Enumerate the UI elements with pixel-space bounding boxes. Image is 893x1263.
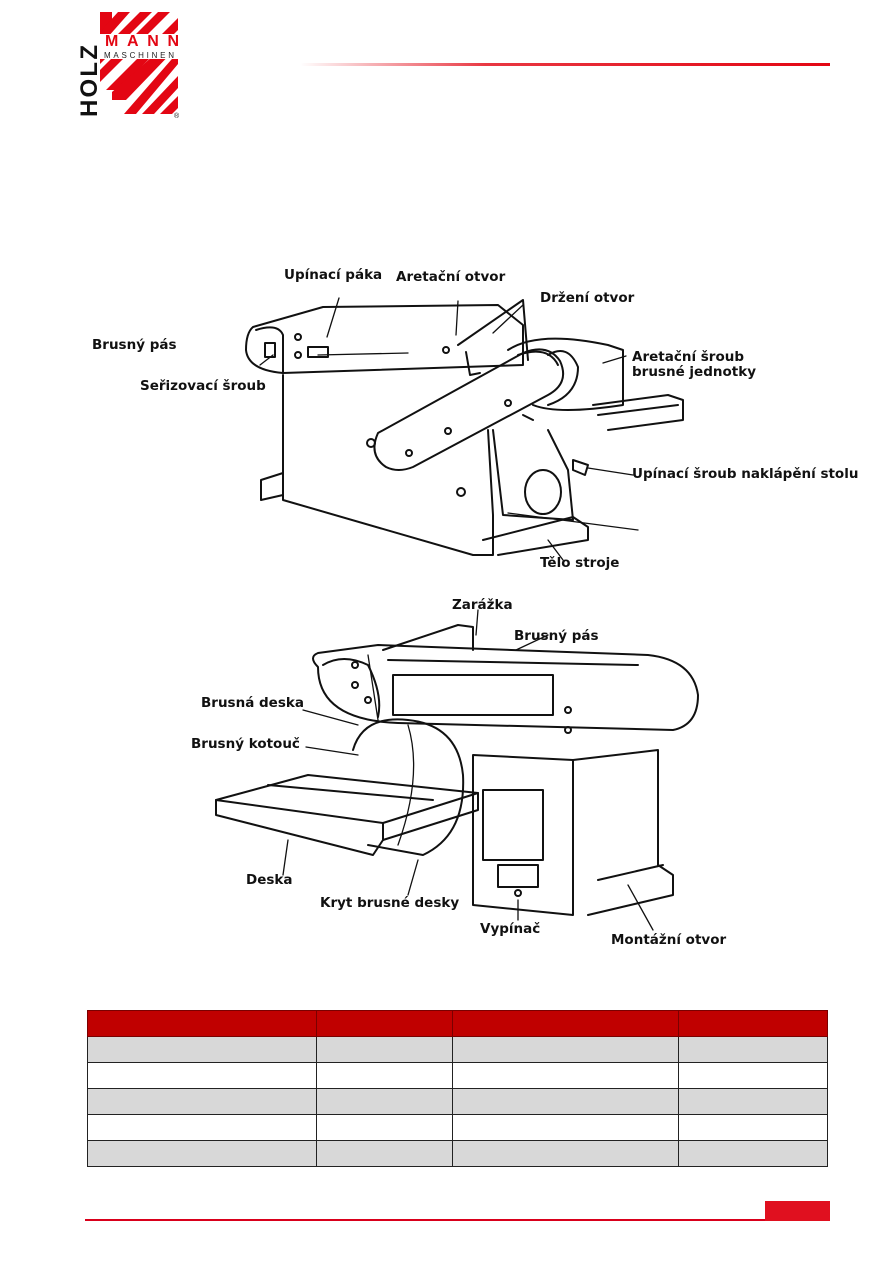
table-cell	[316, 1088, 453, 1115]
label-zarazka: Zarážka	[452, 597, 513, 613]
label-serizovaci-sroub: Seřizovací šroub	[140, 378, 266, 394]
label-upinaci-paka: Upínací páka	[284, 267, 383, 283]
table-row	[87, 1114, 828, 1141]
label-brusny-kotouc: Brusný kotouč	[191, 736, 300, 752]
spec-header-cell	[316, 1010, 453, 1037]
table-row	[87, 1036, 828, 1063]
label-brusny-pas-top: Brusný pás	[92, 337, 177, 353]
label-brusna-deska: Brusná deska	[201, 695, 304, 711]
table-cell	[316, 1114, 453, 1141]
table-cell	[452, 1062, 679, 1089]
label-drzeni-otvor: Držení otvor	[540, 290, 635, 306]
footer-rule	[85, 1219, 830, 1221]
table-cell	[87, 1088, 317, 1115]
label-upinaci-sroub-naklapeni-stolu: Upínací šroub naklápění stolu	[632, 466, 859, 482]
table-cell	[452, 1140, 679, 1167]
table-cell	[678, 1140, 828, 1167]
label-montazni-otvor: Montážní otvor	[611, 932, 727, 948]
label-brusny-pas-bottom: Brusný pás	[514, 628, 599, 644]
registered-mark: ®	[174, 112, 180, 120]
logo-maschinen-text: MASCHINEN	[104, 51, 174, 60]
table-cell	[452, 1036, 679, 1063]
table-cell	[87, 1140, 317, 1167]
page-number-tab	[765, 1201, 830, 1221]
table-cell	[87, 1062, 317, 1089]
label-deska: Deska	[246, 872, 293, 888]
spec-header-cell	[452, 1010, 679, 1037]
table-cell	[316, 1062, 453, 1089]
holzmann-logo: MANN MASCHINEN HOLZ ®	[78, 12, 180, 120]
table-cell	[87, 1036, 317, 1063]
logo-holz-text: HOLZ	[78, 45, 103, 117]
label-aretacni-otvor: Aretační otvor	[396, 269, 506, 285]
spec-header-cell	[678, 1010, 828, 1037]
label-telo-stroje: Tělo stroje	[540, 555, 620, 571]
table-cell	[452, 1114, 679, 1141]
header-rule	[300, 63, 830, 66]
table-row	[87, 1140, 828, 1167]
label-aretacni-sroub-line2: brusné jednotky	[632, 364, 756, 380]
table-cell	[678, 1088, 828, 1115]
label-aretacni-sroub-line1: Aretační šroub	[632, 349, 745, 365]
table-cell	[316, 1140, 453, 1167]
table-cell	[678, 1114, 828, 1141]
table-row	[87, 1062, 828, 1089]
label-kryt-brusne-desky: Kryt brusné desky	[320, 895, 460, 911]
table-cell	[678, 1036, 828, 1063]
machine-illustration	[215, 297, 699, 931]
label-vypinac: Vypínač	[480, 921, 541, 937]
table-cell	[678, 1062, 828, 1089]
table-row	[87, 1088, 828, 1115]
table-cell	[452, 1088, 679, 1115]
spec-table	[87, 1010, 828, 1167]
spec-header-cell	[87, 1010, 317, 1037]
table-cell	[316, 1036, 453, 1063]
table-cell	[87, 1114, 317, 1141]
spec-table-header	[87, 1010, 828, 1037]
